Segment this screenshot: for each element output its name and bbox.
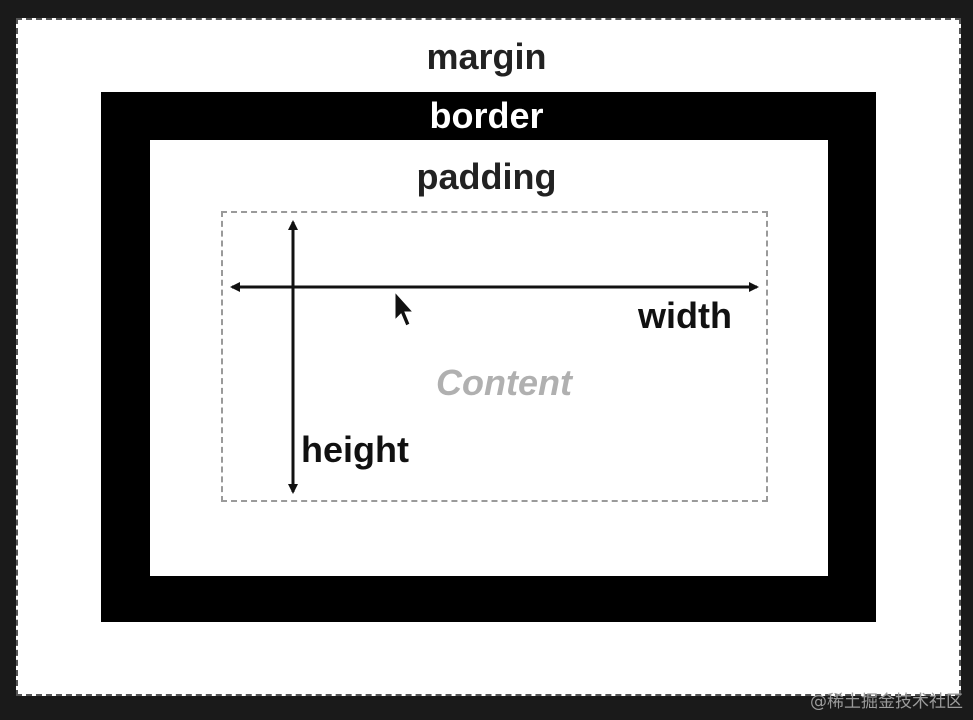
padding-label: padding [416, 156, 557, 197]
content-area [221, 211, 768, 502]
mouse-cursor-icon [394, 290, 415, 327]
height-label: height [301, 429, 409, 470]
watermark-text: @稀土掘金技术社区 [810, 692, 963, 712]
border-label: border [429, 95, 544, 136]
width-label: width [638, 295, 732, 336]
margin-label: margin [426, 36, 547, 77]
content-label: Content [436, 362, 572, 403]
